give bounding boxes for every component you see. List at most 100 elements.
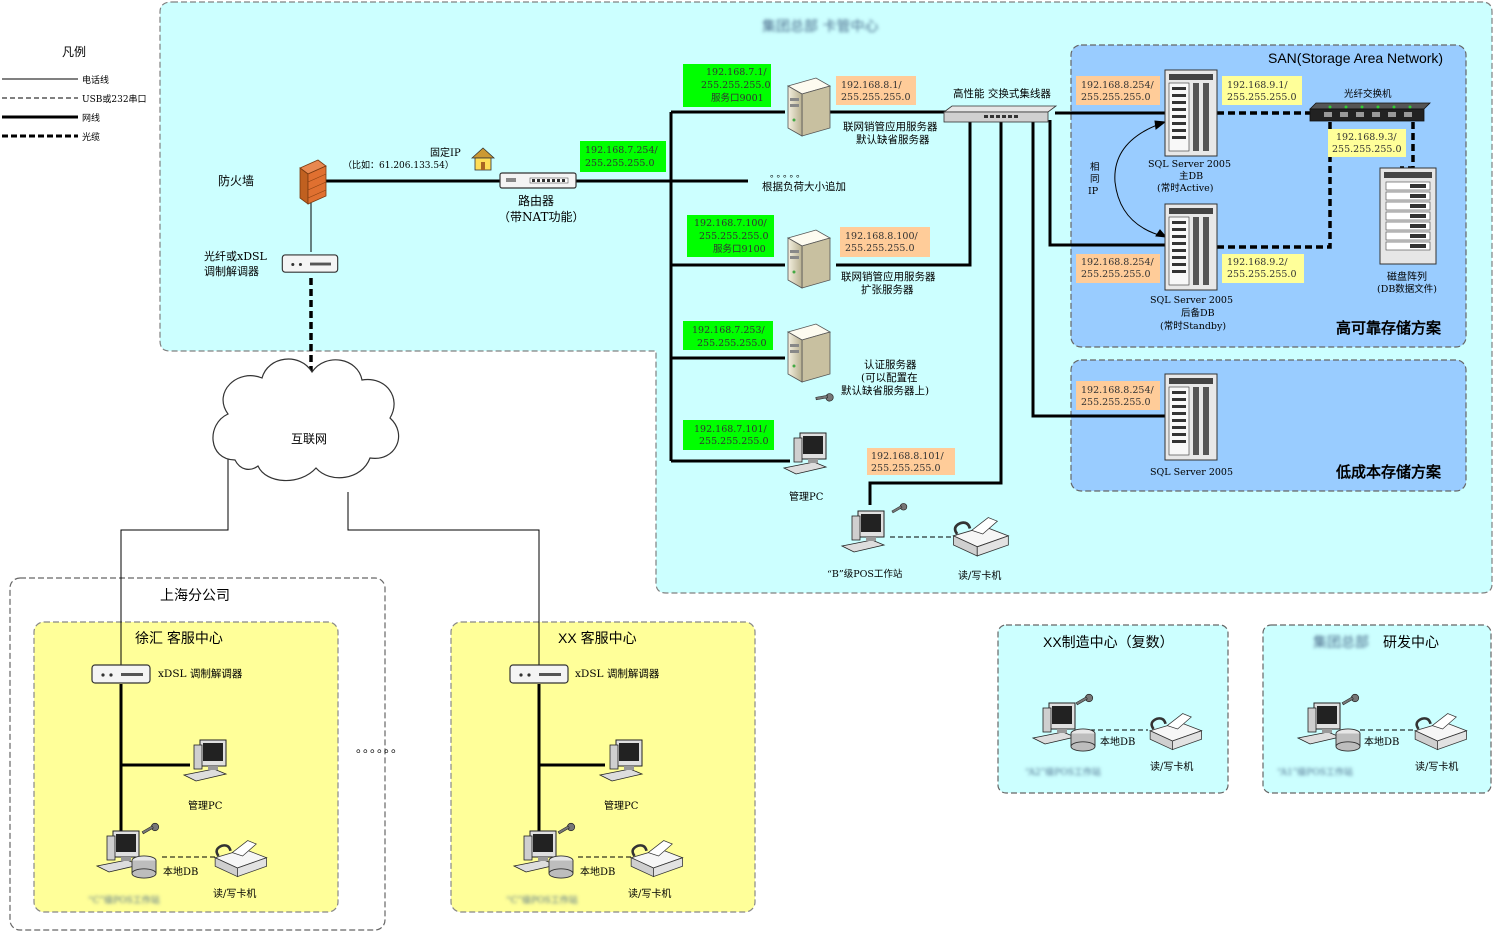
pos-b-reader-label: 读/写卡机 <box>958 569 1001 582</box>
xuhui-db-icon <box>131 855 157 879</box>
san-backup-server-icon <box>1164 203 1218 291</box>
xx-mfg-db-label: 本地DB <box>1100 735 1135 748</box>
xx-mfg-db-icon <box>1070 728 1096 752</box>
san-backup-label-2: 后备DB <box>1181 307 1215 319</box>
fiber-switch-icon <box>1309 102 1431 122</box>
mgmt-pc-ip-tag <box>683 420 774 450</box>
auth-label-3: 默认缺省服务器上) <box>841 384 929 397</box>
fixed-ip-example: （比如：61.206.133.54） <box>343 159 454 171</box>
app-server-2-icon <box>787 229 831 289</box>
legend-item-fiber: 光缆 <box>82 131 100 143</box>
rnd-db-label: 本地DB <box>1364 735 1399 748</box>
router-ip-1: 192.168.7.254/ <box>585 145 659 156</box>
lowcost-server-label: SQL Server 2005 <box>1150 467 1233 478</box>
array-ip-2: 255.255.255.0 <box>1332 144 1402 155</box>
modem-hq-label-1: 光纤或xDSL <box>204 249 268 263</box>
xx-service-reader-label: 读/写卡机 <box>628 887 671 900</box>
lowcost-ip-2: 255.255.255.0 <box>1081 397 1151 408</box>
san-scheme-label: 高可靠存储方案 <box>1336 319 1442 337</box>
xx-mfg-title: XX制造中心（复数） <box>1043 634 1174 650</box>
xx-service-pc-label: 管理PC <box>604 799 639 812</box>
router-label: 路由器 <box>518 193 554 208</box>
san-primary-ip-yellow-2: 255.255.255.0 <box>1227 92 1297 103</box>
app1-ip-orange-1: 192.168.8.1/ <box>841 80 902 91</box>
xuhui-pc-label: 管理PC <box>188 799 223 812</box>
legend-item-lan: 网线 <box>82 112 100 124</box>
router-ip-2: 255.255.255.0 <box>585 158 655 169</box>
san-primary-label-1: SQL Server 2005 <box>1148 159 1231 170</box>
app2-ip-orange-2: 255.255.255.0 <box>845 243 915 254</box>
san-backup-ip-orange-2: 255.255.255.0 <box>1081 269 1151 280</box>
rnd-reader-label: 读/写卡机 <box>1415 760 1458 773</box>
app2-ip-green-1: 192.168.7.100/ <box>694 218 768 229</box>
load-note-text: 根据负荷大小追加 <box>762 180 846 193</box>
load-note-dots: 。。。。。 <box>770 170 807 180</box>
xx-service-db-icon <box>548 855 574 879</box>
legend-title: 凡例 <box>62 45 86 59</box>
san-backup-label-3: (常时Standby) <box>1160 320 1226 332</box>
auth-label-2: (可以配置在 <box>861 372 918 384</box>
san-primary-label-3: (常时Active) <box>1157 182 1213 194</box>
san-primary-ip-orange-1: 192.168.8.254/ <box>1081 80 1155 91</box>
app2-ip-green-2: 255.255.255.0 <box>699 231 769 242</box>
same-ip-3: IP <box>1088 186 1099 197</box>
app1-ip-green-tag <box>683 64 771 107</box>
san-primary-label-2: 主DB <box>1179 170 1203 182</box>
san-primary-ip-orange-tag <box>1076 76 1160 105</box>
array-ip-1: 192.168.9.3/ <box>1336 132 1397 143</box>
xx-service-modem-icon <box>509 664 569 684</box>
disk-array-label-1: 磁盘阵列 <box>1387 270 1427 283</box>
san-backup-ip-orange-tag <box>1076 254 1160 283</box>
app-server-1-icon <box>787 77 831 137</box>
app1-ip-orange-tag <box>836 76 916 105</box>
lowcost-ip-1: 192.168.8.254/ <box>1081 385 1155 396</box>
san-primary-ip-yellow-1: 192.168.9.1/ <box>1227 80 1288 91</box>
xx-mfg-pos-label: “A2”级POS工作站 <box>1025 766 1101 778</box>
switch-label: 高性能 交换式集线器 <box>953 87 1051 100</box>
fixed-ip-label: 固定IP <box>430 146 461 159</box>
house-icon <box>470 147 496 171</box>
lowcost-server-icon <box>1164 373 1218 461</box>
xx-service-db-label: 本地DB <box>580 865 615 878</box>
xuhui-modem-label: xDSL 调制解调器 <box>158 667 243 680</box>
app2-ip-green-tag <box>687 215 774 257</box>
rnd-pos-label: “A1”级POS工作站 <box>1277 766 1353 778</box>
lowcost-ip-tag <box>1076 381 1160 410</box>
same-ip-2: 同 <box>1090 174 1100 185</box>
auth-ip-green-1: 192.168.7.253/ <box>692 325 766 336</box>
app2-label-2: 扩张服务器 <box>861 283 914 296</box>
app1-label-1: 联网销管应用服务器 <box>843 120 938 133</box>
modem-hq-label-2: 调制解调器 <box>204 264 259 278</box>
pos-b-ip-1: 192.168.8.101/ <box>871 451 945 462</box>
router-nat-label: （带NAT功能） <box>498 210 585 224</box>
auth-server-icon <box>787 323 831 383</box>
xuhui-modem-icon <box>91 664 151 684</box>
mgmt-pc-ip-1: 192.168.7.101/ <box>694 424 768 435</box>
mgmt-pc-label: 管理PC <box>789 490 824 503</box>
app2-ip-orange-1: 192.168.8.100/ <box>845 231 919 242</box>
xx-service-title: XX 客服中心 <box>558 630 637 646</box>
san-backup-ip-yellow-1: 192.168.9.2/ <box>1227 257 1288 268</box>
pos-b-label: “B”级POS工作站 <box>827 568 903 580</box>
branch-ellipsis: 。。。。。。 <box>356 741 404 755</box>
fiber-switch-label: 光纤交换机 <box>1344 88 1392 100</box>
xuhui-reader-label: 读/写卡机 <box>213 887 256 900</box>
san-backup-label-1: SQL Server 2005 <box>1150 295 1233 306</box>
san-primary-server-icon <box>1164 69 1218 157</box>
san-primary-ip-orange-2: 255.255.255.0 <box>1081 92 1151 103</box>
xx-service-pos-label: “C”级POS工作站 <box>506 894 578 906</box>
app2-label-1: 联网销管应用服务器 <box>841 270 936 283</box>
xx-mfg-region <box>997 624 1229 794</box>
array-ip-tag <box>1328 129 1406 157</box>
switch-icon <box>942 105 1058 123</box>
disk-array-icon <box>1379 167 1437 265</box>
xuhui-pos-label: “C”级POS工作站 <box>88 894 160 906</box>
xx-mfg-reader-label: 读/写卡机 <box>1150 760 1193 773</box>
connections <box>119 110 1416 858</box>
app1-ip-green-1: 192.168.7.1/ <box>706 67 767 78</box>
internet-label: 互联网 <box>291 432 327 446</box>
router-ip-tag <box>580 141 666 172</box>
firewall-label: 防火墙 <box>218 173 254 188</box>
modem-icon <box>281 254 339 273</box>
lowcost-scheme-label: 低成本存储方案 <box>1335 463 1442 481</box>
